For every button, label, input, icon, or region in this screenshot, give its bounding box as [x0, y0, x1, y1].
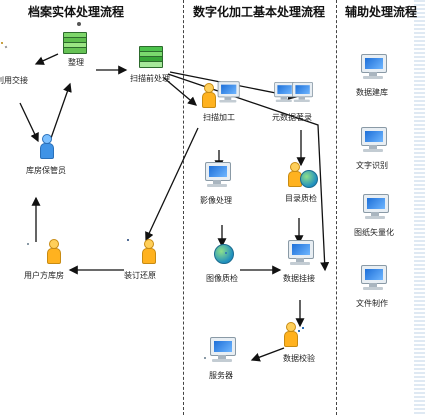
- node-label: 服务器: [209, 371, 233, 380]
- node-label: 图纸矢量化: [354, 228, 394, 237]
- computer-icon: [280, 238, 318, 272]
- node-warehouse-keeper: 库房保管员: [11, 130, 81, 176]
- column-title-auxiliary: 辅助处理流程: [345, 5, 418, 19]
- computer-icon: [197, 160, 235, 194]
- node-label: 扫描前处理: [130, 74, 170, 83]
- person-globe-icon: [282, 158, 320, 192]
- computer-icon: [353, 263, 391, 297]
- warehouse-person-icon: [25, 235, 63, 269]
- node-label: 文件制作: [356, 299, 388, 308]
- column-divider-2: [336, 0, 337, 415]
- binder-person-icon: [121, 235, 159, 269]
- computer-icon: [353, 125, 391, 159]
- node-image-qc: 图像质检: [187, 238, 257, 284]
- scanner-person-icon: [200, 77, 240, 111]
- node-image-process: 影像处理: [181, 160, 251, 206]
- node-data-verification: 数据校验: [264, 318, 334, 364]
- column-title-physical: 档案实体处理流程: [28, 5, 125, 19]
- node-label: 数据建库: [356, 88, 388, 97]
- dual-computer-icon: [273, 77, 313, 111]
- computer-icon: [355, 192, 393, 226]
- node-text-recognition: 文字识别: [337, 125, 407, 171]
- node-label: 文字识别: [356, 161, 388, 170]
- node-label: 整理: [68, 58, 84, 67]
- node-label: 装订还原: [124, 271, 156, 280]
- computer-icon: [353, 52, 391, 86]
- node-label: 图像质检: [206, 274, 238, 283]
- books-magnifier-icon: [57, 22, 95, 56]
- node-user-warehouse: 用户方库房: [9, 235, 79, 281]
- column-title-digitization: 数字化加工基本处理流程: [193, 5, 326, 19]
- green-books-icon: [131, 38, 169, 72]
- node-catalog-qc: 目录质检: [266, 158, 336, 204]
- node-label: 数据校验: [283, 354, 315, 363]
- node-db-build: 数据建库: [337, 52, 407, 98]
- node-metadata-cataloging: 元数据著录: [257, 77, 327, 123]
- node-usage-handover: 利用交接: [0, 40, 47, 86]
- node-label: 库房保管员: [26, 166, 66, 175]
- node-label: 元数据著录: [272, 113, 312, 122]
- keeper-person-icon: [27, 130, 65, 164]
- node-organize: 整理: [41, 22, 111, 68]
- node-server: 服务器: [186, 335, 256, 381]
- node-label: 数据挂接: [283, 274, 315, 283]
- person-papers-icon: [280, 318, 318, 352]
- clipboard-icon: [0, 40, 31, 74]
- node-file-production: 文件制作: [337, 263, 407, 309]
- server-computer-icon: [202, 335, 240, 369]
- node-pre-scan: 扫描前处理: [115, 38, 185, 84]
- page-edge-strip: [414, 0, 425, 415]
- globe-icon: [203, 238, 241, 272]
- node-label: 影像处理: [200, 196, 232, 205]
- node-label: 用户方库房: [24, 271, 64, 280]
- node-label: 扫描加工: [203, 113, 235, 122]
- node-scan-process: 扫描加工: [184, 77, 254, 123]
- node-data-linking: 数据挂接: [264, 238, 334, 284]
- node-label: 目录质检: [285, 194, 317, 203]
- node-drawing-vectorization: 图纸矢量化: [339, 192, 409, 238]
- node-label: 利用交接: [0, 76, 28, 85]
- node-binding-restore: 装订还原: [105, 235, 175, 281]
